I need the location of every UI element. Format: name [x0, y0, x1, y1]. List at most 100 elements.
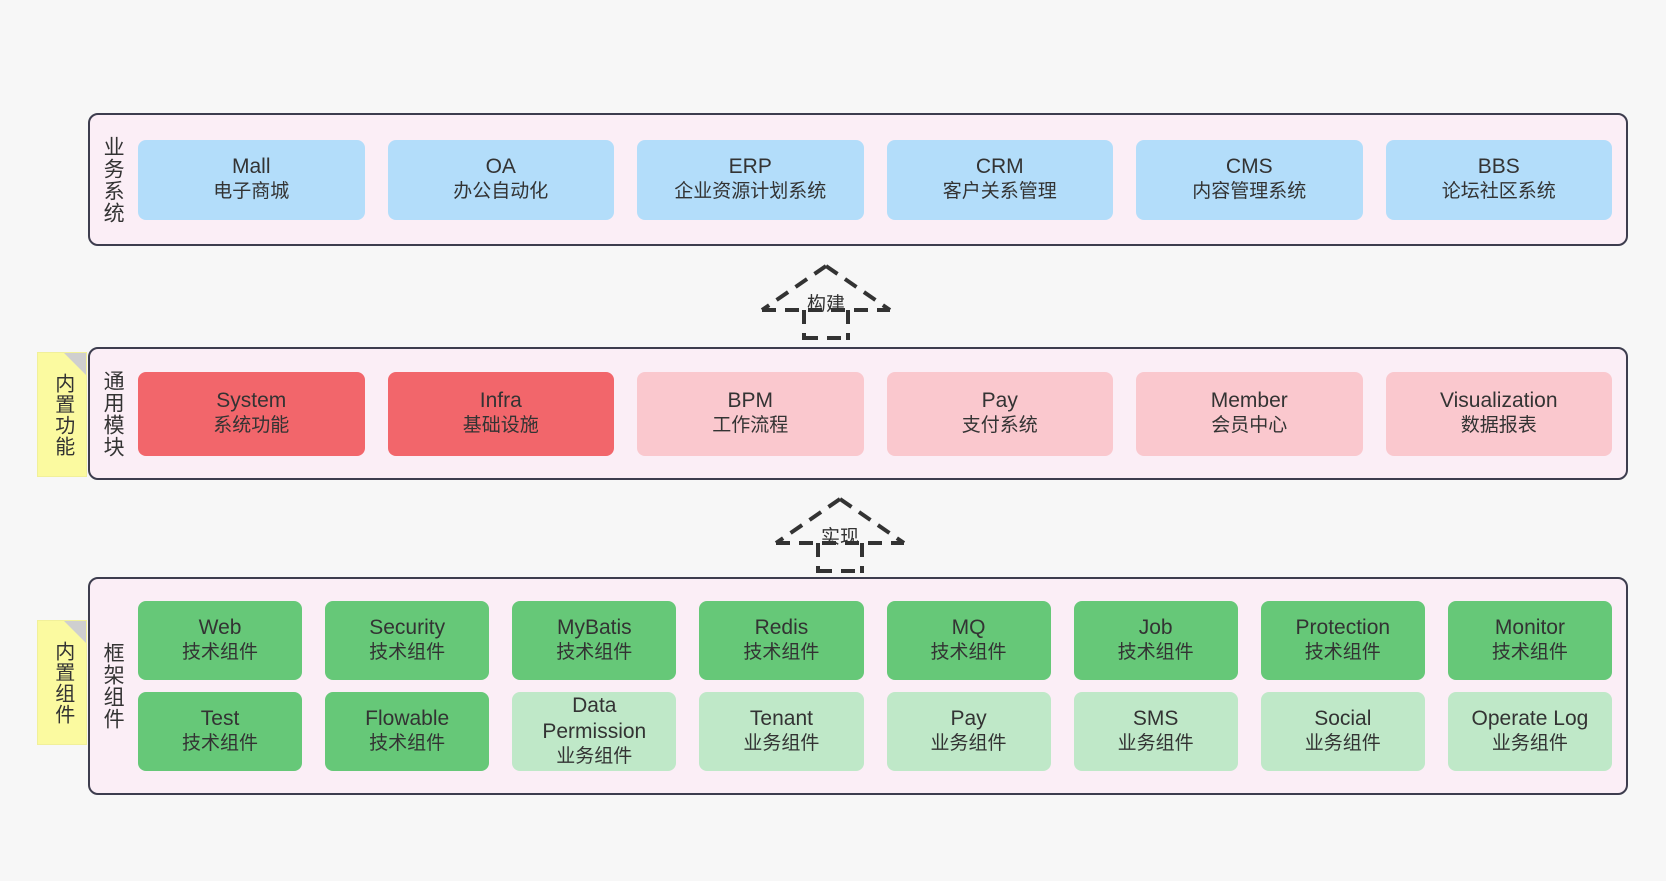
- node-title: Tenant: [749, 707, 813, 731]
- node-subtitle: 业务组件: [1117, 733, 1194, 755]
- node-mall[interactable]: Mall 电子商城: [138, 139, 365, 220]
- node-title: Operate Log: [1471, 707, 1589, 731]
- node-title: OA: [485, 155, 516, 179]
- note-label: 内置组件: [51, 640, 74, 725]
- node-subtitle: 系统功能: [213, 415, 290, 437]
- node-subtitle: 技术组件: [1304, 642, 1381, 664]
- node-subtitle: 办公自动化: [453, 181, 549, 203]
- node-subtitle: 基础设施: [462, 415, 539, 437]
- node-title: System: [216, 389, 287, 413]
- node-title: CRM: [975, 155, 1024, 179]
- node-title: Protection: [1295, 616, 1391, 640]
- node-title: Pay: [981, 389, 1018, 413]
- node-row: Web 技术组件 Security 技术组件 MyBatis 技术组件 Redi…: [138, 601, 1612, 680]
- node-title: Data Permission: [542, 693, 647, 744]
- node-web[interactable]: Web 技术组件: [138, 601, 303, 680]
- node-title: Infra: [479, 389, 522, 413]
- node-monitor[interactable]: Monitor 技术组件: [1447, 601, 1612, 680]
- node-subtitle: 技术组件: [1491, 642, 1568, 664]
- node-test[interactable]: Test 技术组件: [138, 692, 303, 771]
- node-title: Test: [200, 707, 240, 731]
- connector-label-build: 构建: [806, 294, 846, 315]
- node-oa[interactable]: OA 办公自动化: [387, 139, 614, 220]
- node-subtitle: 业务组件: [743, 733, 820, 755]
- node-pay-component[interactable]: Pay 业务组件: [886, 692, 1051, 771]
- node-redis[interactable]: Redis 技术组件: [699, 601, 864, 680]
- node-title: BPM: [727, 389, 773, 413]
- node-subtitle: 技术组件: [182, 733, 259, 755]
- node-subtitle: 技术组件: [556, 642, 633, 664]
- node-title: BBS: [1477, 155, 1520, 179]
- node-flowable[interactable]: Flowable 技术组件: [325, 692, 490, 771]
- node-crm[interactable]: CRM 客户关系管理: [886, 139, 1113, 220]
- connector-implement: 实现: [770, 495, 910, 573]
- node-operate-log[interactable]: Operate Log 业务组件: [1447, 692, 1612, 771]
- node-subtitle: 业务组件: [556, 746, 633, 768]
- layer-framework-components: 框架组件 Web 技术组件 Security 技术组件 MyBatis 技术组件…: [88, 577, 1628, 795]
- node-title: Web: [198, 616, 242, 640]
- node-member[interactable]: Member 会员中心: [1136, 371, 1363, 456]
- node-tenant[interactable]: Tenant 业务组件: [699, 692, 864, 771]
- node-subtitle: 支付系统: [961, 415, 1038, 437]
- node-job[interactable]: Job 技术组件: [1073, 601, 1238, 680]
- node-data-permission[interactable]: Data Permission 业务组件: [512, 692, 677, 771]
- node-bbs[interactable]: BBS 论坛社区系统: [1385, 139, 1612, 220]
- node-subtitle: 技术组件: [369, 642, 446, 664]
- node-pay[interactable]: Pay 支付系统: [886, 371, 1113, 456]
- node-title: Flowable: [365, 707, 450, 731]
- layer-common-modules: 通用模块 System 系统功能 Infra 基础设施 BPM 工作流程 Pay: [88, 347, 1628, 480]
- node-title: Mall: [231, 155, 271, 179]
- note-builtin-components: 内置组件: [37, 620, 87, 745]
- node-mybatis[interactable]: MyBatis 技术组件: [512, 601, 677, 680]
- node-social[interactable]: Social 业务组件: [1260, 692, 1425, 771]
- node-row: Mall 电子商城 OA 办公自动化 ERP 企业资源计划系统 CRM 客户关系…: [138, 139, 1612, 220]
- node-subtitle: 业务组件: [1304, 733, 1381, 755]
- node-subtitle: 技术组件: [743, 642, 820, 664]
- connector-label-implement: 实现: [820, 527, 860, 548]
- node-title: Social: [1314, 707, 1372, 731]
- node-security[interactable]: Security 技术组件: [325, 601, 490, 680]
- node-mq[interactable]: MQ 技术组件: [886, 601, 1051, 680]
- node-subtitle: 技术组件: [182, 642, 259, 664]
- node-bpm[interactable]: BPM 工作流程: [637, 371, 864, 456]
- node-title: Redis: [754, 616, 809, 640]
- node-subtitle: 技术组件: [1117, 642, 1194, 664]
- node-sms[interactable]: SMS 业务组件: [1073, 692, 1238, 771]
- layer-body-framework-components: Web 技术组件 Security 技术组件 MyBatis 技术组件 Redi…: [134, 579, 1626, 793]
- node-title: Visualization: [1439, 389, 1558, 413]
- node-subtitle: 论坛社区系统: [1441, 181, 1556, 203]
- node-row: System 系统功能 Infra 基础设施 BPM 工作流程 Pay 支付系统…: [138, 371, 1612, 456]
- node-infra[interactable]: Infra 基础设施: [387, 371, 614, 456]
- node-subtitle: 工作流程: [712, 415, 789, 437]
- layer-title-framework-components: 框架组件: [101, 642, 125, 730]
- node-subtitle: 客户关系管理: [942, 181, 1057, 203]
- node-title: SMS: [1132, 707, 1179, 731]
- node-cms[interactable]: CMS 内容管理系统: [1136, 139, 1363, 220]
- node-title: MQ: [951, 616, 986, 640]
- node-system[interactable]: System 系统功能: [138, 371, 365, 456]
- node-visualization[interactable]: Visualization 数据报表: [1385, 371, 1612, 456]
- layer-business-systems: 业务系统 Mall 电子商城 OA 办公自动化 ERP 企业资源计划系统 CRM: [88, 113, 1628, 246]
- node-subtitle: 内容管理系统: [1192, 181, 1307, 203]
- node-protection[interactable]: Protection 技术组件: [1260, 601, 1425, 680]
- node-erp[interactable]: ERP 企业资源计划系统: [637, 139, 864, 220]
- node-title: Pay: [950, 707, 987, 731]
- note-fold-icon: [64, 353, 86, 375]
- layer-body-common-modules: System 系统功能 Infra 基础设施 BPM 工作流程 Pay 支付系统…: [134, 349, 1626, 478]
- layer-title-business-systems: 业务系统: [101, 135, 125, 224]
- node-title: ERP: [728, 155, 772, 179]
- layer-title-common-modules: 通用模块: [101, 369, 125, 458]
- node-title: Security: [369, 616, 446, 640]
- node-subtitle: 企业资源计划系统: [674, 181, 827, 203]
- node-subtitle: 会员中心: [1211, 415, 1288, 437]
- connector-build: 构建: [756, 262, 896, 340]
- node-row: Test 技术组件 Flowable 技术组件 Data Permission …: [138, 692, 1612, 771]
- note-builtin-features: 内置功能: [37, 352, 87, 477]
- node-subtitle: 业务组件: [1491, 733, 1568, 755]
- note-fold-icon: [64, 621, 86, 643]
- node-title: CMS: [1225, 155, 1273, 179]
- node-title: Job: [1138, 616, 1173, 640]
- note-label: 内置功能: [51, 372, 74, 457]
- node-subtitle: 业务组件: [930, 733, 1007, 755]
